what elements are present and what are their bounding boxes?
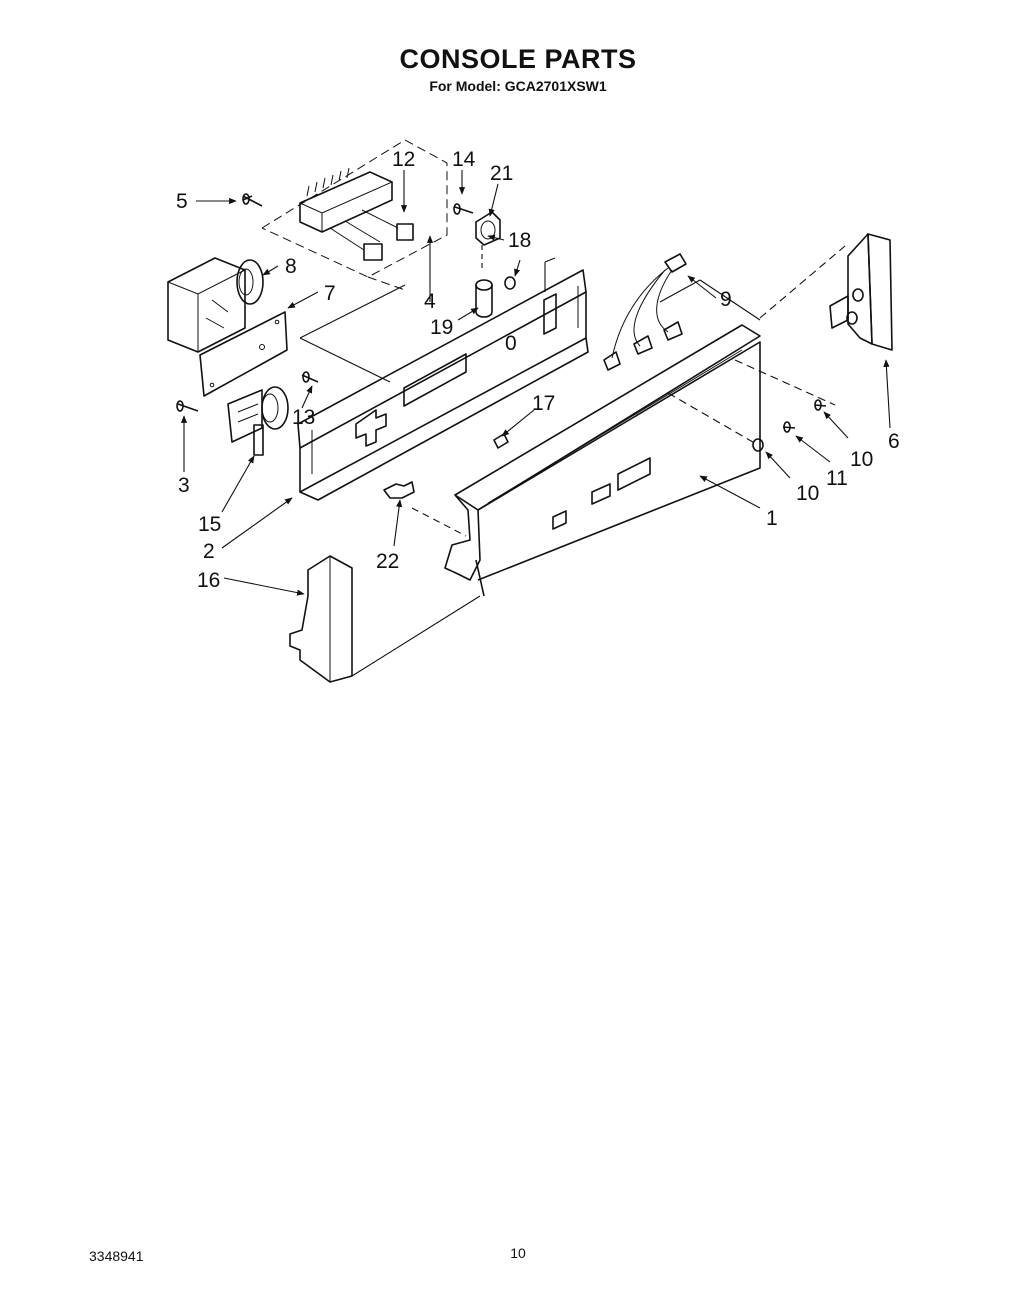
callout-14: 14 [452, 148, 476, 171]
callout-5: 5 [176, 190, 188, 213]
callout-19: 19 [430, 316, 453, 339]
clip-and-spacer [475, 211, 501, 318]
callout-4: 4 [424, 290, 436, 313]
burner-switch [227, 386, 289, 456]
callout-1: 1 [766, 507, 778, 530]
knob-clip-and-plug [383, 433, 509, 537]
leader-arrows [180, 170, 891, 596]
document-number: 3348941 [89, 1248, 144, 1264]
page-title: CONSOLE PARTS [399, 44, 637, 74]
control-bracket: 0 [297, 257, 589, 501]
callout-11: 11 [826, 467, 848, 490]
svg-text:0: 0 [505, 332, 517, 355]
timer [167, 257, 264, 353]
wiring-harness [603, 253, 687, 371]
callout-2: 2 [203, 540, 215, 563]
side-end-cap [829, 233, 893, 351]
mounting-plate [199, 311, 288, 397]
callout-16: 16 [197, 569, 220, 592]
callout-7: 7 [324, 282, 336, 305]
page-number: 10 [510, 1245, 526, 1261]
callout-10-upper: 10 [850, 448, 873, 471]
callout-15: 15 [198, 513, 221, 536]
callout-3: 3 [178, 474, 190, 497]
callout-10-lower: 10 [796, 482, 819, 505]
callout-12: 12 [392, 148, 415, 171]
screws [176, 193, 827, 452]
callout-8: 8 [285, 255, 297, 278]
model-subtitle: For Model: GCA2701XSW1 [429, 78, 607, 94]
callout-18: 18 [508, 229, 531, 252]
callout-6: 6 [888, 430, 900, 453]
control-board-assembly [261, 139, 448, 291]
end-cap [289, 555, 481, 683]
callout-13: 13 [292, 406, 315, 429]
callout-21: 21 [490, 162, 513, 185]
callout-22: 22 [376, 550, 399, 573]
callout-labels: 5 12 14 21 18 8 7 4 19 9 13 17 3 15 2 22… [176, 148, 900, 592]
console-panel [444, 245, 846, 597]
callout-9: 9 [720, 288, 732, 311]
callout-17: 17 [532, 392, 555, 415]
